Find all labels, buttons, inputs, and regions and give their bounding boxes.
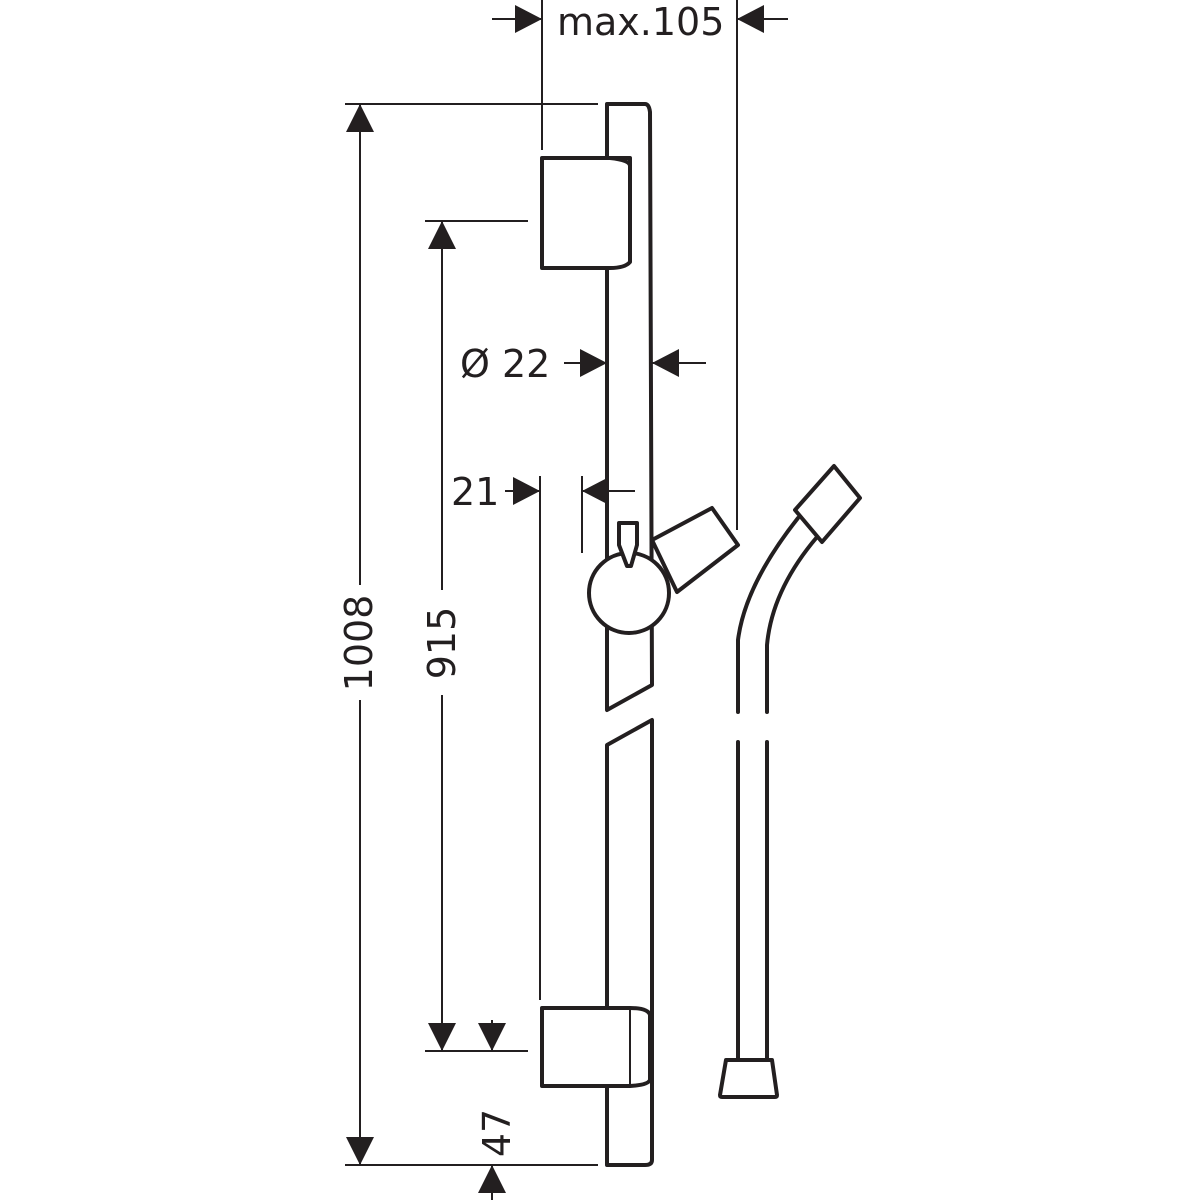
slider-holder: [587, 506, 740, 635]
shower-hose: [718, 464, 862, 1099]
label-max-projection: max.105: [557, 0, 724, 44]
dimension-overall-height: [346, 104, 374, 1165]
dimension-bracket-spacing: [428, 221, 456, 1051]
dimension-max-projection: [492, 5, 788, 33]
label-holder-offset: 21: [451, 470, 499, 514]
label-bracket-spacing: 915: [420, 607, 464, 680]
top-wall-bracket: [540, 156, 632, 270]
bottom-wall-bracket: [540, 1006, 652, 1088]
label-bottom-offset: 47: [475, 1109, 519, 1157]
dimension-rail-diameter: [564, 349, 706, 377]
label-overall-height: 1008: [337, 595, 381, 692]
label-rail-diameter: Ø 22: [460, 342, 550, 386]
dimension-holder-offset: [505, 477, 635, 505]
dimension-bottom-offset: [478, 1020, 506, 1200]
